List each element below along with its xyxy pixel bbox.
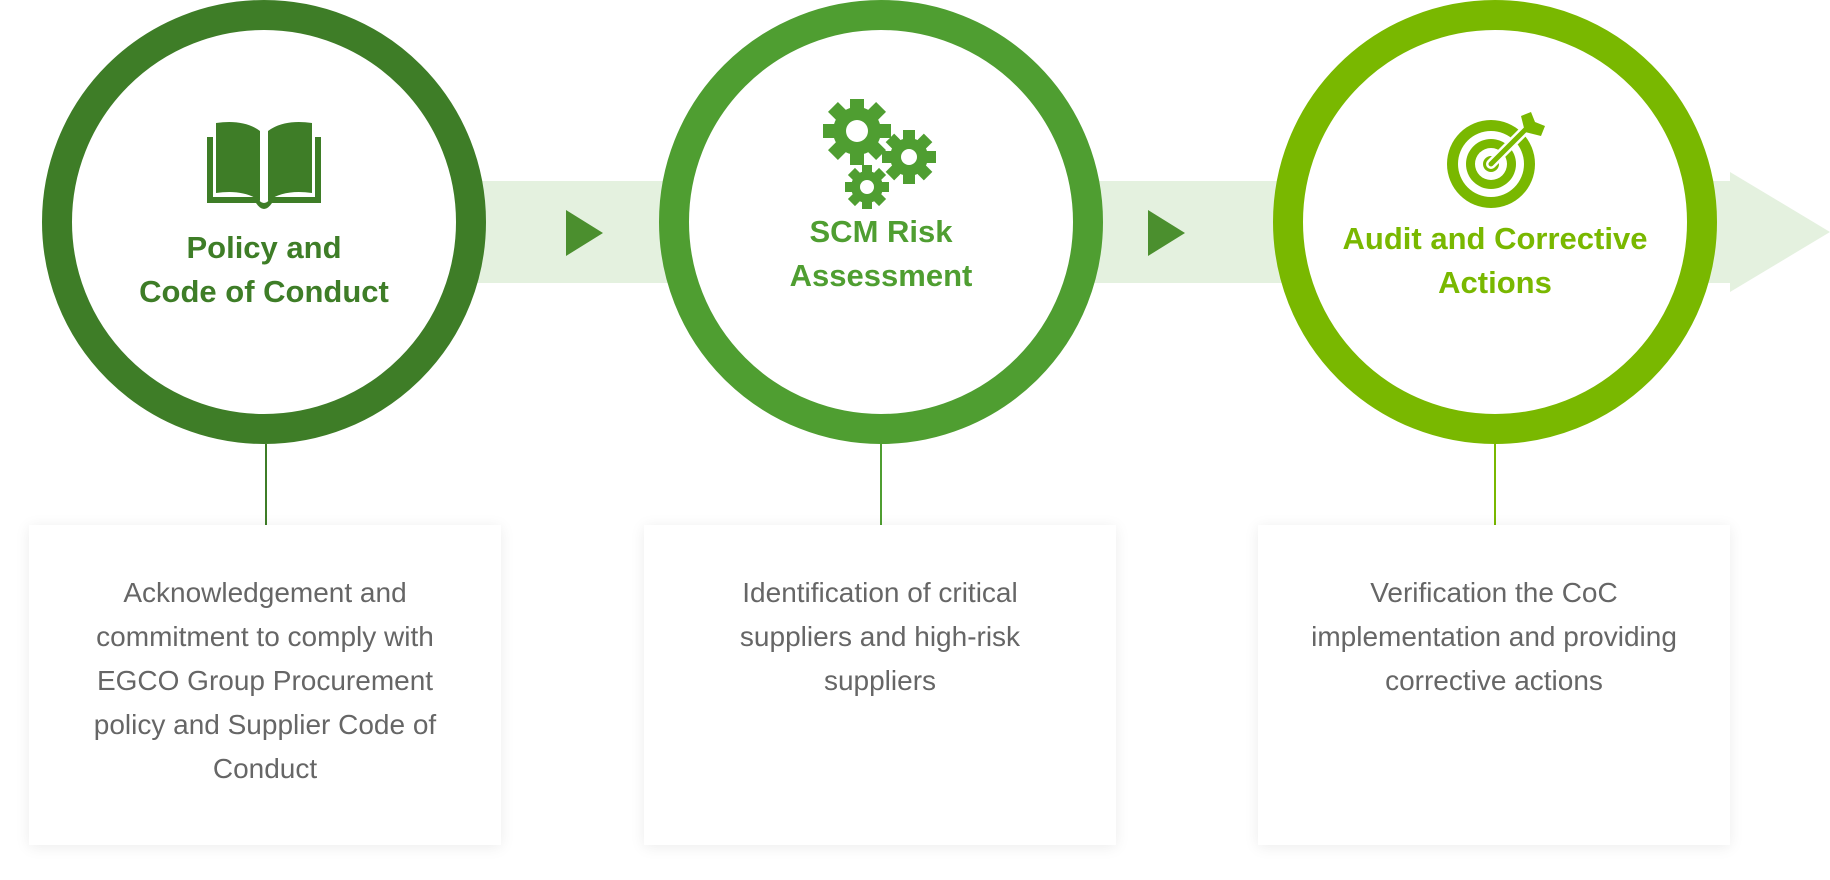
- connector-line-1: [265, 444, 267, 526]
- gears-icon: [821, 99, 941, 210]
- step-title-line: Actions: [1438, 265, 1552, 300]
- step-title-line: Policy and: [186, 230, 342, 265]
- connector-line-2: [880, 444, 882, 526]
- flow-arrow-1-icon: [566, 210, 603, 256]
- description-card-policy: Acknowledgement and commitment to comply…: [29, 525, 501, 845]
- step-title-line: SCM Risk: [809, 214, 953, 249]
- step-circle-audit: Audit and Corrective Actions: [1273, 0, 1717, 444]
- step-title-line: Assessment: [789, 258, 973, 293]
- step-circle-risk-assessment: SCM Risk Assessment: [659, 0, 1103, 444]
- step-description-audit: Verification the CoC implementation and …: [1311, 577, 1677, 696]
- open-book-icon: [204, 110, 324, 220]
- step-title-line: Audit and Corrective: [1342, 221, 1648, 256]
- description-card-risk-assessment: Identification of critical suppliers and…: [644, 525, 1116, 845]
- process-flow-arrowhead: [1730, 172, 1830, 292]
- flow-arrow-2-icon: [1148, 210, 1185, 256]
- connector-line-3: [1494, 444, 1496, 526]
- description-card-audit: Verification the CoC implementation and …: [1258, 525, 1730, 845]
- step-title-risk-assessment: SCM Risk Assessment: [711, 210, 1051, 298]
- step-description-policy: Acknowledgement and commitment to comply…: [93, 577, 437, 784]
- step-title-line: Code of Conduct: [139, 274, 389, 309]
- step-title-audit: Audit and Corrective Actions: [1305, 217, 1685, 305]
- target-icon: [1435, 105, 1555, 215]
- step-circle-policy: Policy and Code of Conduct: [42, 0, 486, 444]
- step-description-risk-assessment: Identification of critical suppliers and…: [739, 577, 1021, 696]
- step-title-policy: Policy and Code of Conduct: [94, 226, 434, 314]
